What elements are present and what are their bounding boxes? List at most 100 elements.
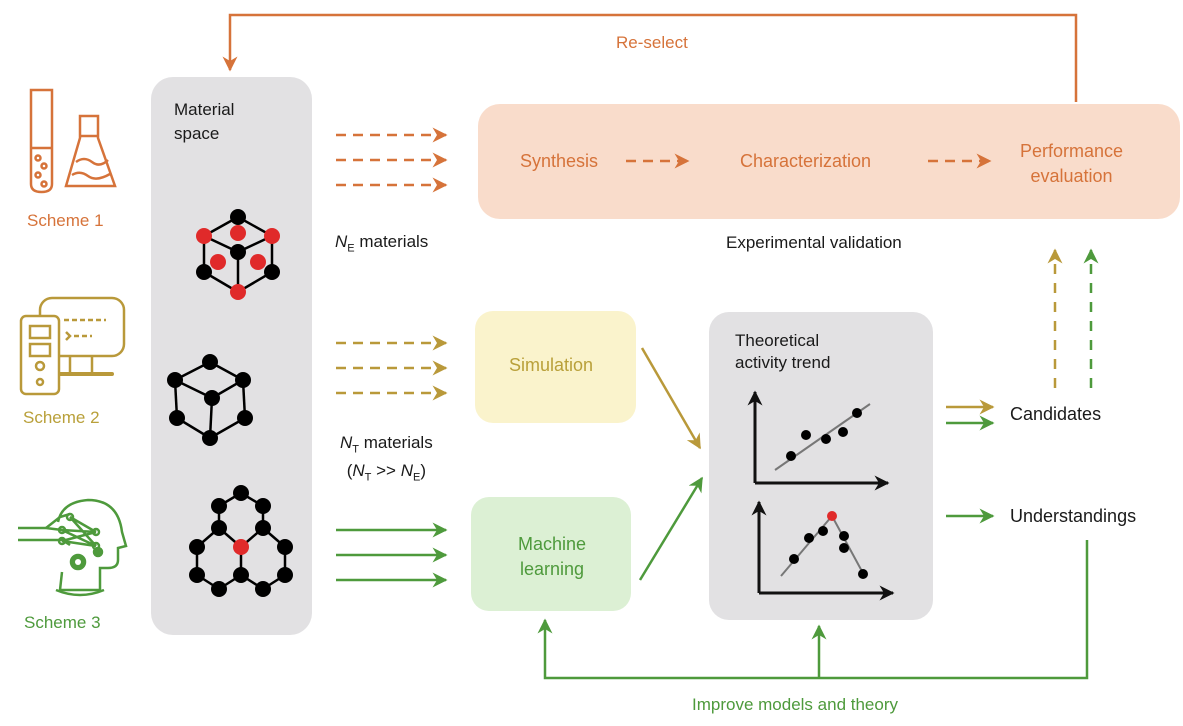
simulation-box: [475, 311, 636, 423]
nt-symbol-2: N: [352, 461, 365, 481]
nt-materials-label: NT materials (NT >> NE): [340, 432, 433, 489]
performance-line2: evaluation: [1030, 166, 1113, 186]
atom-red: [250, 254, 266, 270]
atom-red: [264, 228, 280, 244]
theory-panel: [709, 312, 933, 620]
atom-red: [827, 511, 837, 521]
understandings-label: Understandings: [1010, 506, 1137, 526]
computer-icon: [19, 296, 126, 396]
atom-black: [202, 430, 218, 446]
material-space-panel: [151, 77, 312, 635]
ml-to-theory-arrow: [638, 476, 704, 581]
performance-evaluation-step: Performance evaluation: [1020, 139, 1123, 189]
atom-black: [235, 372, 251, 388]
scheme2-arrows: [336, 335, 448, 401]
atom-black: [264, 264, 280, 280]
linear-trend-plot: [747, 390, 890, 491]
linear-plot-points: [786, 408, 862, 461]
atom-red: [196, 228, 212, 244]
ne-text: materials: [354, 232, 429, 251]
nt-comparison: (NT >> NE): [340, 460, 433, 488]
material-space-title: Material space: [174, 98, 234, 146]
fcc-cube-structure: [196, 209, 280, 300]
atom-black: [202, 354, 218, 370]
atom-red: [230, 225, 246, 241]
atom-black: [786, 451, 796, 461]
atom-black: [167, 372, 183, 388]
atom-black: [230, 209, 246, 225]
theory-title-line2: activity trend: [735, 353, 831, 372]
atom-black: [801, 430, 811, 440]
atom-black: [189, 567, 205, 583]
ne-subscript-2: E: [412, 471, 421, 484]
material-structures: [167, 209, 293, 597]
atom-red: [233, 539, 249, 555]
atom-black: [804, 533, 814, 543]
atom-black: [839, 531, 849, 541]
theory-title: Theoretical activity trend: [735, 330, 830, 374]
atom-black: [211, 498, 227, 514]
atom-black: [277, 567, 293, 583]
atom-black: [789, 554, 799, 564]
atom-black: [821, 434, 831, 444]
atom-black: [233, 485, 249, 501]
atom-black: [255, 520, 271, 536]
test-tube-flask-icon: [29, 88, 117, 194]
machine-learning-label: Machine learning: [518, 532, 586, 582]
atom-black: [818, 526, 828, 536]
atom-black: [230, 244, 246, 260]
characterization-step: Characterization: [740, 151, 872, 171]
simulation-label: Simulation: [509, 355, 594, 375]
scheme-3-label: Scheme 3: [24, 613, 101, 632]
reselect-label: Re-select: [616, 33, 688, 52]
atom-black: [838, 427, 848, 437]
ai-head-icon: [18, 498, 128, 597]
material-space-title-line1: Material: [174, 100, 235, 119]
atom-black: [255, 581, 271, 597]
much-greater-sign: >>: [371, 461, 401, 481]
ne-subscript: E: [347, 242, 355, 255]
atom-black: [852, 408, 862, 418]
atom-red: [230, 284, 246, 300]
scheme1-arrows: [336, 127, 448, 193]
nt-subscript: T: [352, 443, 360, 456]
candidates-label: Candidates: [1010, 404, 1102, 424]
atom-black: [204, 390, 220, 406]
improve-models-label: Improve models and theory: [692, 695, 898, 714]
material-space-title-line2: space: [174, 124, 220, 143]
nt-line1: NT materials: [340, 432, 433, 460]
volcano-trend-plot: [751, 500, 895, 601]
scheme-2-label: Scheme 2: [23, 408, 100, 427]
simulation-to-theory-arrow: [640, 347, 702, 450]
ne-materials-label: NE materials: [335, 232, 428, 254]
cube-structure: [167, 354, 253, 446]
ml-line2: learning: [520, 559, 585, 579]
performance-line1: Performance: [1020, 141, 1124, 161]
atom-black: [277, 539, 293, 555]
atom-black: [839, 543, 849, 553]
volcano-plot-points: [789, 511, 868, 579]
paren-open: (: [346, 461, 353, 481]
atom-black: [211, 520, 227, 536]
atom-black: [237, 410, 253, 426]
experimental-validation-box: [478, 104, 1180, 219]
paren-close: ): [420, 461, 426, 481]
improve-loop-line: [537, 540, 1089, 680]
ne-symbol-2: N: [400, 461, 413, 481]
atom-black: [196, 264, 212, 280]
atom-black: [233, 567, 249, 583]
ne-symbol: N: [335, 232, 348, 251]
synthesis-step: Synthesis: [520, 151, 599, 171]
nt-subscript-2: T: [364, 471, 372, 484]
atom-black: [169, 410, 185, 426]
scheme3-arrows: [336, 522, 448, 588]
atom-black: [211, 581, 227, 597]
ml-line1: Machine: [518, 534, 587, 554]
atom-black: [189, 539, 205, 555]
reselect-arrow: [222, 13, 1078, 102]
theory-title-line1: Theoretical: [735, 331, 820, 350]
atom-black: [858, 569, 868, 579]
atom-red: [210, 254, 226, 270]
